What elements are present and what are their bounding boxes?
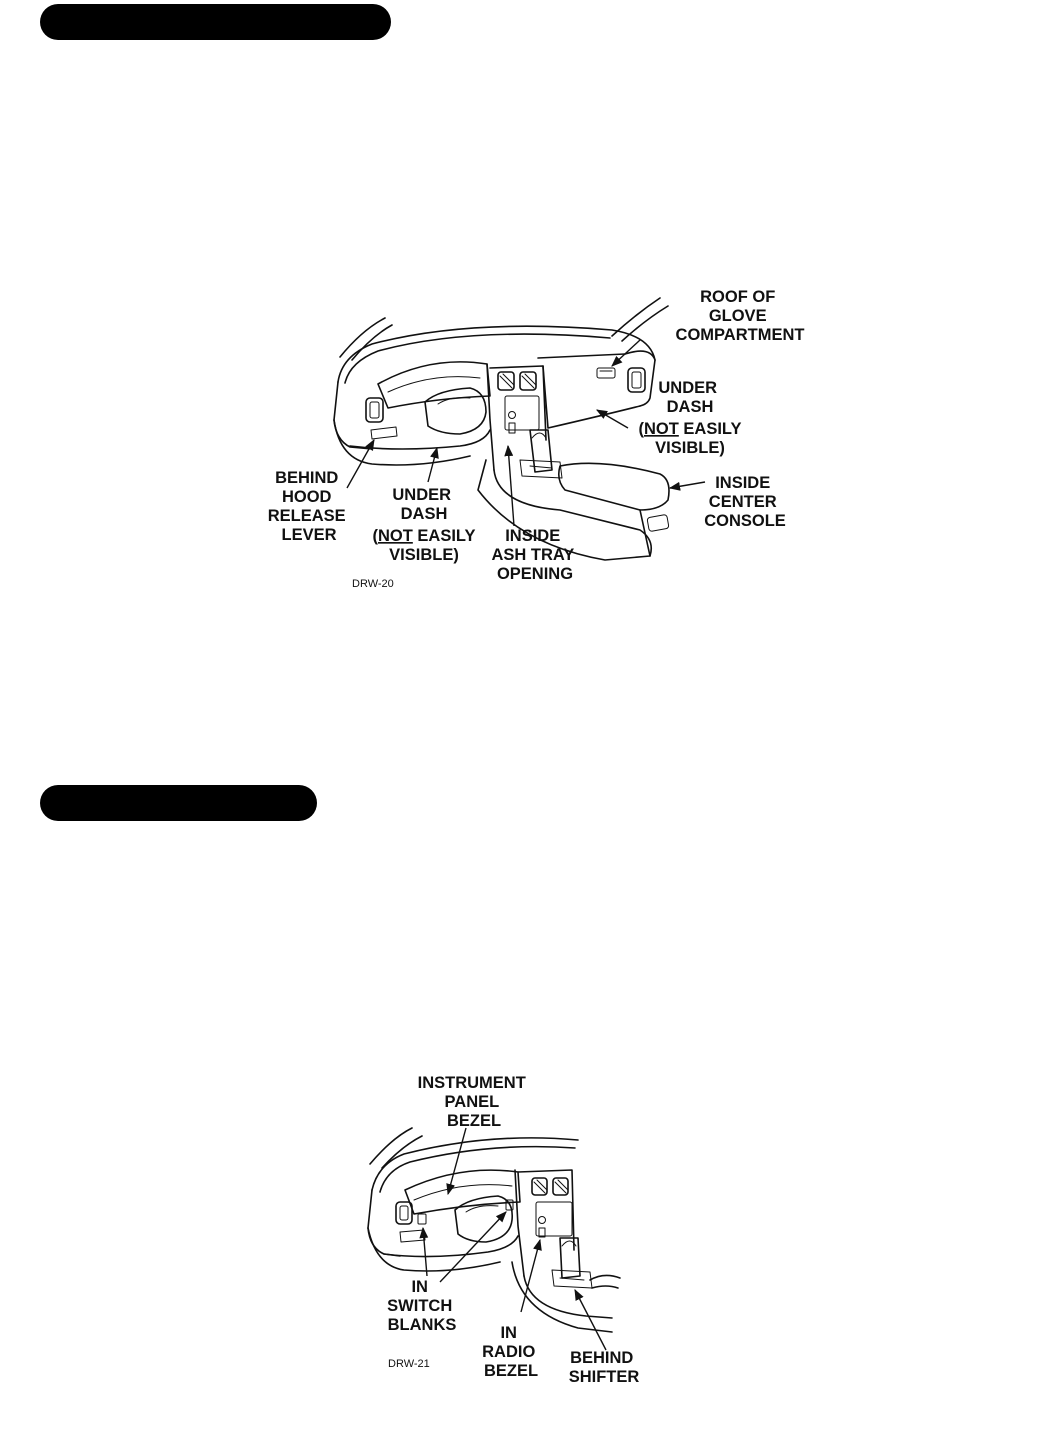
section-header-bar-top [40, 4, 391, 40]
label-in-switch-blanks: IN SWITCH BLANKS [387, 1278, 457, 1334]
label-behind-hood-release-lever: BEHIND HOOD RELEASE LEVER [268, 469, 351, 544]
label-under-dash-left: UNDER DASH [392, 486, 455, 523]
label-roof-of-glove-compartment: ROOF OF GLOVE COMPARTMENT [676, 288, 805, 344]
label-behind-shifter: BEHIND SHIFTER [569, 1349, 640, 1386]
drawing-code-drw20: DRW-20 [352, 578, 394, 590]
dashboard-diagram-drw20: ROOF OF GLOVE COMPARTMENT UNDER DASH (NO… [268, 288, 805, 590]
section-header-bar-bottom [40, 785, 317, 821]
label-instrument-panel-bezel: INSTRUMENT PANEL BEZEL [418, 1074, 531, 1130]
label-in-radio-bezel: IN RADIO BEZEL [482, 1324, 540, 1380]
label-visible-right: VISIBLE) [655, 439, 725, 457]
label-under-dash-right: UNDER DASH [658, 379, 721, 416]
dashboard-diagram-drw21: INSTRUMENT PANEL BEZEL IN SWITCH BLANKS … [367, 1074, 640, 1386]
label-visible-left: VISIBLE) [389, 546, 459, 564]
drawing-code-drw21: DRW-21 [388, 1358, 430, 1370]
label-not-easily-right: (NOT EASILY [638, 420, 741, 438]
label-inside-ash-tray-opening: INSIDE ASH TRAY OPENING [491, 527, 578, 583]
label-not-easily-left: (NOT EASILY [372, 527, 475, 545]
label-inside-center-console: INSIDE CENTER CONSOLE [704, 474, 786, 530]
